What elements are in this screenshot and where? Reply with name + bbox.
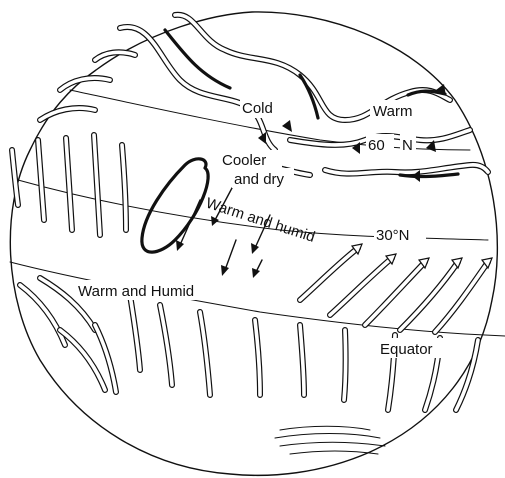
westerly-winds-left xyxy=(12,135,126,235)
label-lat-60: 60 xyxy=(368,137,385,154)
label-warm-and-humid-mid: Warm and humid xyxy=(204,195,317,246)
label-and-dry: and dry xyxy=(234,171,285,188)
southern-swirl xyxy=(275,426,385,454)
label-cooler: Cooler xyxy=(222,152,266,169)
label-lat-30n: 30°N xyxy=(376,227,410,244)
trade-winds-right xyxy=(300,244,492,332)
label-lat-60-n: N xyxy=(402,137,413,154)
polar-easterlies xyxy=(40,52,135,120)
label-equator: Equator xyxy=(380,341,433,358)
label-warm: Warm xyxy=(373,103,412,120)
label-cold: Cold xyxy=(242,100,273,117)
label-warm-and-humid-low: Warm and Humid xyxy=(78,283,194,300)
polar-front xyxy=(120,15,488,182)
